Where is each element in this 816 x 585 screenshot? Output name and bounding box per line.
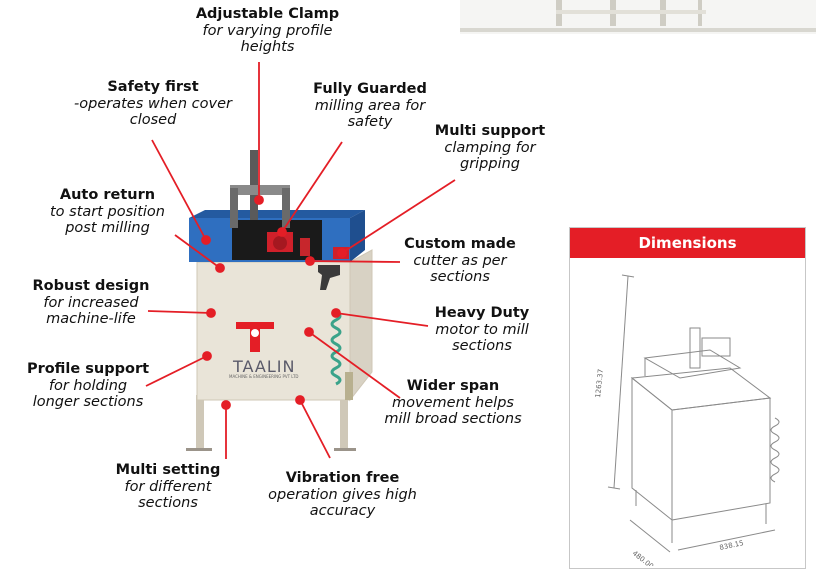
brand-logo-tagline: MACHINE & ENGINEERING PVT LTD <box>229 374 299 379</box>
feature-desc: operation gives high accuracy <box>268 486 417 520</box>
feature-safety-first: Safety first -operates when cover closed <box>58 79 248 129</box>
feature-title: Profile support <box>26 361 150 377</box>
dimensions-header: Dimensions <box>570 228 805 258</box>
feature-auto-return: Auto return to start position post milli… <box>30 187 185 237</box>
feature-desc: to start position post milling <box>50 203 165 237</box>
feature-vibration-free: Vibration free operation gives high accu… <box>255 470 430 520</box>
feature-title: Custom made <box>404 236 516 252</box>
feature-desc: movement helps mill broad sections <box>384 394 522 428</box>
feature-desc: for different sections <box>124 478 212 512</box>
dim-height-label: 1263.37 <box>594 369 605 399</box>
feature-custom-made: Custom made cutter as per sections <box>380 236 540 286</box>
dimension-drawing: 1263.37 480.00 838.15 <box>594 274 780 571</box>
feature-title: Wider span <box>406 378 500 394</box>
feature-title: Auto return <box>59 187 156 203</box>
feature-multi-support: Multi support clamping for gripping <box>420 123 560 173</box>
feature-desc: for increased machine-life <box>43 294 139 328</box>
feature-title: Robust design <box>32 278 150 294</box>
partial-machine-image <box>460 0 816 34</box>
feature-desc: -operates when cover closed <box>74 95 232 129</box>
dim-depth-label: 480.00 <box>631 549 655 566</box>
feature-desc: cutter as per sections <box>413 252 507 286</box>
feature-title: Fully Guarded <box>313 81 427 97</box>
feature-title: Adjustable Clamp <box>195 6 340 22</box>
feature-desc: for holding longer sections <box>32 377 144 411</box>
feature-title: Vibration free <box>285 470 400 486</box>
feature-wider-span: Wider span movement helps mill broad sec… <box>368 378 538 428</box>
feature-multi-setting: Multi setting for different sections <box>93 462 243 512</box>
feature-heavy-duty: Heavy Duty motor to mill sections <box>412 305 552 355</box>
feature-title: Multi setting <box>115 462 221 478</box>
feature-fully-guarded: Fully Guarded milling area for safety <box>290 81 450 131</box>
feature-desc: milling area for safety <box>314 97 426 131</box>
feature-title: Safety first <box>107 79 199 95</box>
feature-robust-design: Robust design for increased machine-life <box>16 278 166 328</box>
feature-profile-support: Profile support for holding longer secti… <box>0 361 176 411</box>
feature-title: Heavy Duty <box>434 305 530 321</box>
feature-desc: for varying profile heights <box>202 22 333 56</box>
feature-adjustable-clamp: Adjustable Clamp for varying profile hei… <box>175 6 360 56</box>
feature-desc: clamping for gripping <box>444 139 536 173</box>
brand-logo-name: TAALIN <box>233 357 296 376</box>
feature-desc: motor to mill sections <box>435 321 529 355</box>
dimensions-panel: Dimensions 1263.37 480.00 <box>569 227 806 571</box>
feature-title: Multi support <box>434 123 546 139</box>
